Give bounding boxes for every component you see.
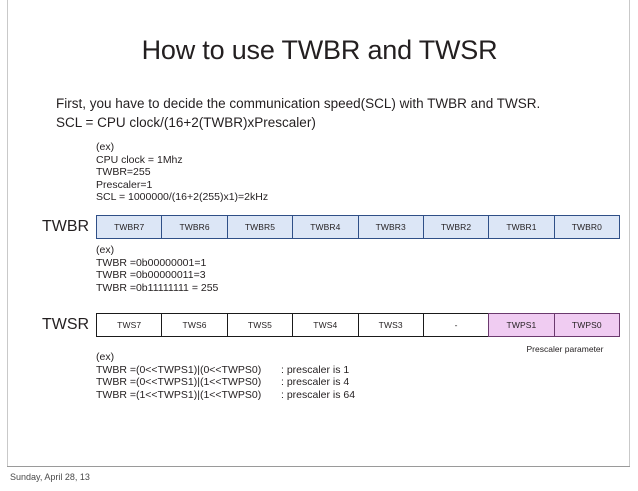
twsr-prescaler-cell: TWPS0 (553, 313, 620, 337)
twbr-bit-cell: TWBR4 (292, 215, 359, 239)
twsr-bit-cell: TWS4 (292, 313, 359, 337)
example-formula-line-3: TWBR=255 (96, 166, 151, 179)
example-formula-line-5: SCL = 1000000/(16+2(255)x1)=2kHz (96, 191, 269, 204)
twsr-example-expression: TWBR =(0<<TWPS1)|(0<<TWPS0) (96, 363, 262, 376)
twbr-example-line-1: (ex) (96, 244, 115, 256)
footer-divider (7, 466, 630, 467)
lead-line-1: First, you have to decide the communicat… (56, 96, 541, 111)
twsr-example-expression: TWBR =(0<<TWPS1)|(1<<TWPS0) (96, 376, 262, 389)
twbr-bit-cell: TWBR7 (96, 215, 163, 239)
twbr-bit-cell: TWBR3 (357, 215, 424, 239)
twbr-register-label: TWBR (42, 218, 90, 235)
slide-canvas: How to use TWBR and TWSR First, you have… (7, 0, 630, 466)
twbr-example-line-4: TWBR =0b11111111 = 255 (96, 281, 219, 294)
twsr-example-note: : prescaler is 1 (281, 363, 350, 376)
twbr-bit-cell: TWBR6 (161, 215, 228, 239)
example-formula-line-4: Prescaler=1 (96, 178, 153, 191)
twsr-register-label: TWSR (42, 316, 90, 333)
twbr-bit-cell: TWBR2 (422, 215, 490, 239)
example-formula-line-1: (ex) (96, 141, 115, 153)
twsr-example-note: : prescaler is 64 (281, 388, 356, 401)
twsr-reserved-cell: - (422, 313, 490, 337)
twsr-bit-cell: TWS5 (226, 313, 294, 337)
example-formula-block: (ex) CPU clock = 1Mhz TWBR=255 Prescaler… (96, 141, 268, 204)
twsr-prescaler-cell: TWPS1 (488, 313, 555, 337)
twsr-bit-cell: TWS7 (96, 313, 163, 337)
page-title: How to use TWBR and TWSR (141, 35, 498, 65)
twbr-example-line-3: TWBR =0b00000011=3 (96, 269, 206, 282)
twbr-example-line-2: TWBR =0b00000001=1 (96, 256, 207, 269)
twsr-example-row: TWBR =(1<<TWPS1)|(1<<TWPS0) : prescaler … (96, 389, 355, 402)
twsr-example-note: : prescaler is 4 (281, 376, 350, 389)
twbr-register-table: TWBR7 TWBR6 TWBR5 TWBR4 TWBR3 TWBR2 TWBR… (96, 215, 620, 239)
twsr-bit-cell: TWS3 (357, 313, 424, 337)
footer-date: Sunday, April 28, 13 (10, 472, 90, 482)
twsr-bit-cell: TWS6 (161, 313, 228, 337)
twbr-bit-cell: TWBR0 (553, 215, 620, 239)
lead-paragraph: First, you have to decide the communicat… (56, 94, 616, 132)
twsr-register-table: TWS7 TWS6 TWS5 TWS4 TWS3 - TWPS1 TWPS0 (96, 313, 620, 337)
lead-line-2: SCL = CPU clock/(16+2(TWBR)xPrescaler) (56, 115, 316, 130)
prescaler-parameter-caption: Prescaler parameter (526, 344, 604, 354)
twsr-example-block: (ex) TWBR =(0<<TWPS1)|(0<<TWPS0) : presc… (96, 351, 355, 401)
twbr-bit-cell: TWBR5 (226, 215, 294, 239)
example-formula-line-2: CPU clock = 1Mhz (96, 153, 183, 166)
twsr-example-header: (ex) (96, 351, 115, 363)
twbr-bit-cell: TWBR1 (488, 215, 555, 239)
twsr-example-row: TWBR =(0<<TWPS1)|(0<<TWPS0) : prescaler … (96, 364, 355, 377)
twbr-example-block: (ex) TWBR =0b00000001=1 TWBR =0b00000011… (96, 244, 218, 294)
twsr-example-row: TWBR =(0<<TWPS1)|(1<<TWPS0) : prescaler … (96, 376, 355, 389)
twsr-example-expression: TWBR =(1<<TWPS1)|(1<<TWPS0) (96, 388, 262, 401)
